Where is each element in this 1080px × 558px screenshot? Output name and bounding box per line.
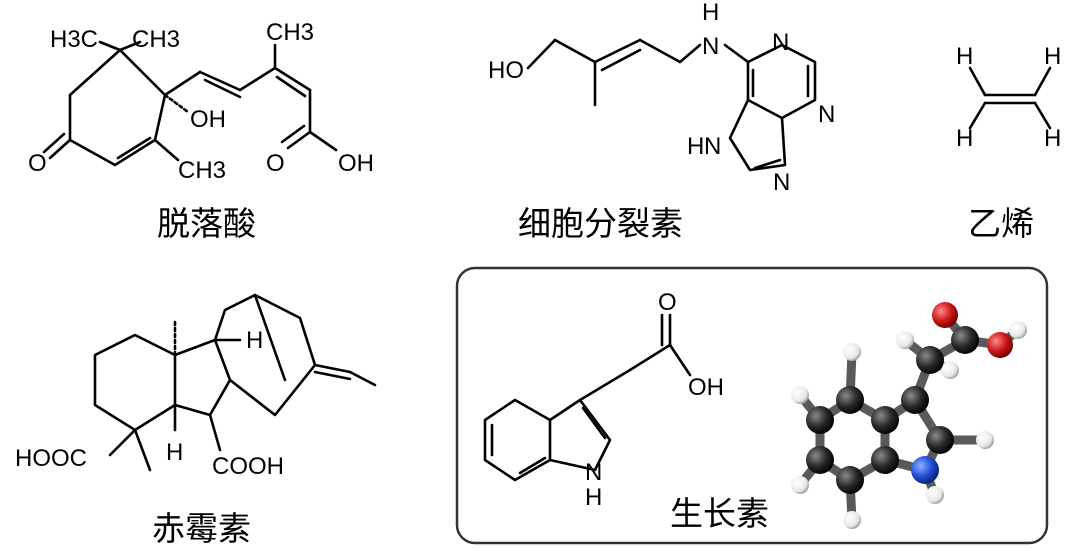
molecule-name: 乙烯	[968, 204, 1034, 243]
carbon-atom	[806, 446, 834, 474]
carbon-atom	[951, 326, 979, 354]
carbon-atom	[806, 406, 834, 434]
hydrogen-atom	[1009, 321, 1027, 339]
ch3-label: CH3	[178, 157, 226, 184]
acid-hydroxyl-label: OH	[338, 150, 374, 177]
cytokinin-structure: HO H N N N N H N 细胞分裂素	[488, 0, 835, 243]
carbon-atom	[916, 346, 944, 374]
hydroxyl-label: HO	[488, 57, 524, 84]
gibberellin-structure: H H HOOC COOH 赤霉素	[15, 293, 377, 548]
nitrogen-h-label: H	[687, 133, 704, 160]
hydrogen-atom	[926, 486, 944, 504]
hydrogen-atom	[791, 476, 809, 494]
nitrogen-label: N	[772, 29, 789, 56]
auxin-ball-and-stick-model	[791, 302, 1027, 529]
hydrogen-label: H	[1044, 125, 1061, 152]
hydrogen-atom	[791, 386, 809, 404]
oh-hash-wedge	[163, 93, 190, 114]
oxygen-atom	[987, 332, 1013, 358]
ch3-label: CH3	[132, 26, 180, 53]
abscisic-acid-structure: H3C CH3 CH3 CH3 OH O O OH 脱落酸	[28, 19, 374, 243]
nitrogen-label: N	[773, 169, 790, 196]
carboxyl-label: COOH	[212, 453, 284, 480]
nitrogen-label: N	[702, 33, 719, 60]
acid-oxygen-label: O	[266, 150, 285, 177]
hydrogen-atom	[843, 511, 861, 529]
ketone-oxygen-label: O	[28, 150, 47, 177]
hydrogen-label: H	[246, 327, 263, 354]
hydrogen-label: H	[956, 125, 973, 152]
hydroxyl-label: OH	[190, 106, 226, 133]
hydrogen-atom	[941, 361, 959, 379]
auxin-panel-frame	[455, 266, 1049, 545]
molecule-name: 生长素	[670, 494, 769, 533]
hydrogen-label: H	[166, 439, 183, 466]
nitrogen-label: N	[818, 101, 835, 128]
auxin-structure: O OH N H 生长素	[483, 289, 769, 533]
nitrogen-label: N	[585, 459, 602, 486]
carbon-atom	[836, 386, 864, 414]
amine-h-label: H	[702, 0, 719, 26]
carbon-atom	[926, 426, 954, 454]
ch3-label: CH3	[266, 19, 314, 46]
molecule-name: 细胞分裂素	[518, 204, 683, 243]
hydrogen-label: H	[1044, 43, 1061, 70]
hydroxyl-label: OH	[688, 374, 724, 401]
hydrogen-atom	[843, 343, 861, 361]
oxygen-label: O	[658, 289, 677, 316]
hydrogen-label: H	[956, 43, 973, 70]
nitrogen-label: N	[704, 133, 721, 160]
hydrogen-atom	[896, 331, 914, 349]
carbon-atom	[871, 406, 899, 434]
hydrogen-atom	[976, 431, 994, 449]
ch3-label: H3C	[50, 26, 98, 53]
carboxyl-label: HOOC	[15, 445, 87, 472]
molecule-name: 脱落酸	[157, 204, 256, 243]
oxygen-atom	[932, 302, 958, 328]
carbon-atom	[871, 446, 899, 474]
nitrogen-atom	[911, 456, 939, 484]
carbon-atom	[836, 466, 864, 494]
nitrogen-h-label: H	[585, 484, 602, 511]
molecule-name: 赤霉素	[152, 509, 251, 548]
ethylene-structure: H H H H 乙烯	[956, 43, 1061, 243]
carbon-atom	[901, 386, 929, 414]
